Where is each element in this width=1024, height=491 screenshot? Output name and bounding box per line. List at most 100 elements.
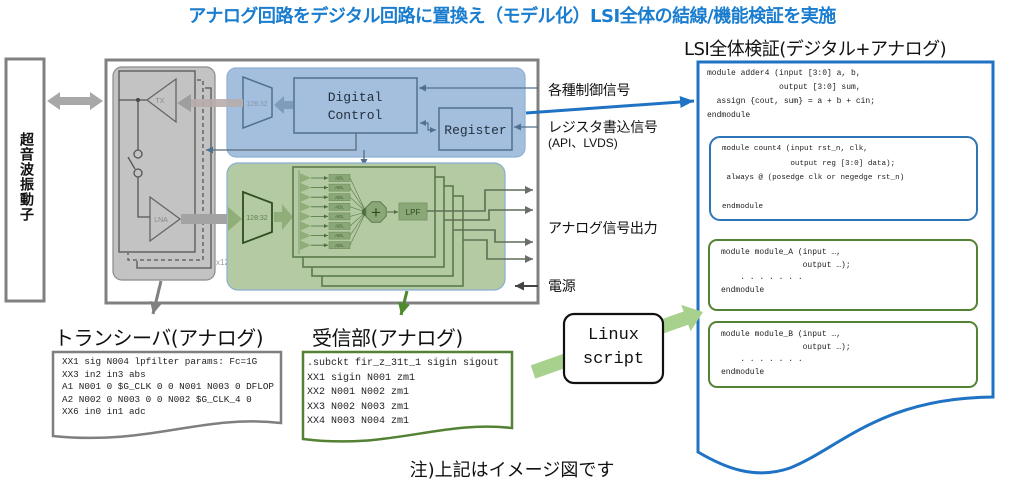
code-line: A2 N002 0 N003 0 0 N002 $G_CLK_4 0: [62, 393, 252, 405]
code-line: XX1 sigin N001 zm1: [307, 372, 416, 384]
transceiver-netlist-code: XX1 sig N004 lpfilter params: Fc=1G XX3 …: [62, 356, 274, 419]
transceiver-stack-outline-dashed: [127, 79, 204, 261]
mux-to-filter-arrow: [274, 204, 293, 230]
signal-label-analog-output: アナログ信号出力: [548, 221, 658, 237]
module-b-box: [708, 321, 978, 388]
verilog-module-a-code: module module_A (input …, output …); . .…: [721, 247, 851, 297]
register-label: Register: [444, 123, 506, 138]
code-line: output …);: [721, 342, 851, 352]
amplifier-triangle-icon: [300, 202, 311, 212]
code-line: . . . . . . .: [721, 273, 803, 282]
summer-label: +: [371, 203, 381, 222]
control-register-link: [420, 120, 436, 133]
code-line: assign {cout, sum} = a + b + cin;: [707, 97, 876, 106]
digital-control-label-line2: Control: [328, 108, 383, 123]
lna-amplifier-icon: [149, 195, 182, 243]
verification-heading: LSI全体検証(デジタル+アナログ): [684, 39, 947, 60]
adl-label: ADL: [335, 233, 344, 238]
code-line: output [3:0] sum,: [707, 83, 861, 92]
count4-module-box: [709, 136, 978, 221]
signal-label-control: 各種制御信号: [548, 83, 631, 99]
amplifier-triangle-icon: [300, 192, 311, 202]
verilog-module-b-code: module module_B (input …, output …); . .…: [721, 329, 851, 379]
lna-label: LNA: [154, 217, 168, 224]
receiver-netlist-document: [301, 350, 514, 443]
tx-mux-icon: [242, 75, 273, 130]
footnote: 注)上記はイメージ図です: [409, 460, 615, 481]
control-to-transceiver-line: [206, 133, 357, 154]
channel-multiplicity-label: x128: [216, 258, 234, 267]
lpf-label: LPF: [406, 208, 421, 217]
rx-mux-label: 128:32: [246, 215, 268, 222]
page-title: アナログ回路をデジタル回路に置換え（モデル化）LSI全体の結線/機能検証を実施: [188, 6, 836, 27]
amplifier-triangle-icon: [300, 230, 311, 241]
lna-output-arrow-shaft: [181, 214, 227, 224]
code-line: XX2 N001 N002 zm1: [307, 387, 410, 398]
verilog-count4-code: module count4 (input rst_n, clk, output …: [722, 142, 904, 215]
linux-script-box: [562, 312, 665, 385]
code-line: XX4 N003 N004 zm1: [307, 416, 410, 427]
code-line: output reg [3:0] data);: [722, 159, 896, 168]
code-line: A1 N001 0 $G_CLK 0 0 N001 N003 0 DFLOP: [62, 381, 275, 393]
control-to-mux-arrow: [274, 96, 293, 114]
code-line: module module_B (input …,: [721, 330, 842, 339]
amplifier-triangle-icon: [300, 221, 311, 231]
code-line: module module_A (input …,: [721, 248, 842, 257]
code-line: .subckt fir_z_31t_1 sigin sigout: [307, 358, 500, 369]
analog-output-line-3: [453, 229, 533, 246]
linux-script-label-line1: Linux: [587, 326, 639, 345]
analog-output-line-2: [444, 206, 533, 221]
amplifier-triangle-icon: [300, 182, 311, 193]
code-line: always @ (posedge clk or negedge rst_n): [722, 174, 905, 182]
tx-mux-label: 128:32: [246, 101, 268, 108]
switch-lever-icon: [127, 156, 136, 170]
code-line: endmodule: [721, 367, 765, 377]
adl-to-summer-line: [349, 211, 367, 246]
register-box: [438, 107, 513, 151]
code-line: [722, 186, 904, 201]
linux-script-label-line2: script: [582, 350, 645, 369]
code-line: module count4 (input rst_n, clk,: [722, 145, 868, 153]
tx-drive-arrow-head: [177, 94, 191, 112]
adl-label: ADL: [335, 214, 344, 219]
switch-contact-top: [133, 149, 143, 159]
transceiver-callout-arrow: [149, 280, 163, 315]
code-line: . . . . . . .: [721, 355, 803, 364]
module-a-box: [708, 239, 978, 311]
adl-label: ADL: [335, 204, 344, 209]
tx-amplifier-icon: [145, 77, 177, 124]
code-line: XX1 sig N004 lpfilter params: Fc=1G: [62, 356, 258, 367]
transducer-box: [4, 57, 46, 303]
verilog-adder4-code: module adder4 (input [3:0] a, b, output …: [707, 67, 875, 123]
code-line: endmodule: [707, 111, 751, 120]
summer-icon: [365, 201, 387, 223]
adl-label: ADL: [335, 176, 344, 181]
transceiver-block: TX LNA x128: [112, 66, 234, 281]
transceiver-netlist-title: トランシーバ(アナログ): [54, 326, 264, 350]
receiver-callout-arrow: [398, 290, 410, 316]
adl-label: ADL: [335, 185, 344, 190]
code-line: endmodule: [722, 203, 764, 211]
lna-output-arrow-head: [228, 207, 242, 231]
adl-to-summer-line: [349, 177, 367, 213]
amplifier-triangle-icon: [300, 173, 311, 183]
analog-output-line-1: [427, 186, 533, 212]
adl-label: ADL: [335, 195, 344, 200]
transducer-link-double-arrow: [47, 92, 103, 110]
digital-block-bg: [226, 67, 526, 158]
transducer-label: 超音波振動子: [18, 132, 34, 222]
code-line: XX6 in0 in1 adc: [62, 406, 146, 418]
signal-label-power: 電源: [548, 279, 576, 295]
code-line: XX3 in2 in3 abs: [62, 368, 146, 380]
verification-document: [696, 60, 995, 475]
digital-control-label-line1: Digital: [328, 90, 383, 105]
lna-input-wire: [137, 177, 150, 218]
rx-mux-icon: [242, 190, 273, 245]
code-line: output …);: [721, 260, 851, 270]
amplifier-triangle-icon: [300, 211, 311, 222]
analog-output-line-4: [463, 239, 533, 263]
transceiver-channel-frame: [118, 70, 196, 253]
